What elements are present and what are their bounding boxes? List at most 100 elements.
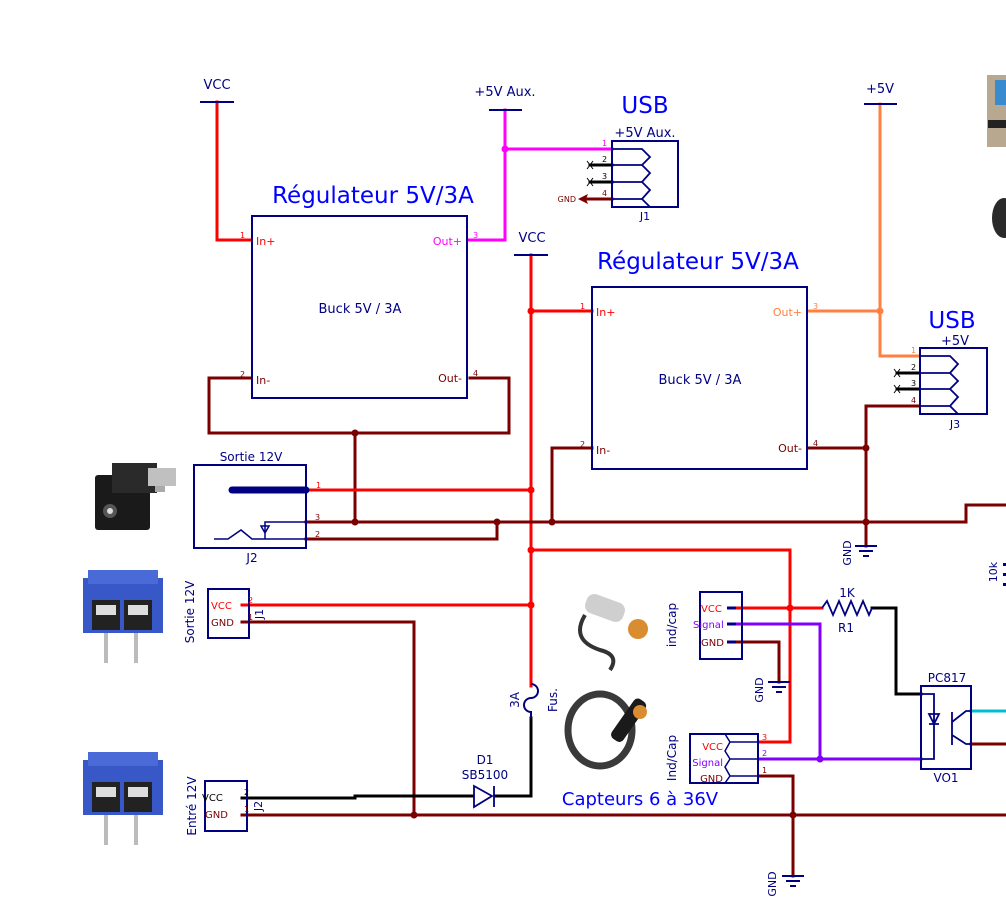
dc-jack-j2[interactable]: Sortie 12V 1 3 2 J2 [95, 450, 321, 565]
pin-name: VCC [211, 601, 232, 612]
pin-number: 2 [602, 155, 607, 164]
terminal-body [204, 780, 248, 832]
usb-title: USB [621, 93, 668, 119]
pin-number: 1 [762, 766, 767, 775]
ground-icon [768, 681, 790, 693]
ground-icon [855, 545, 877, 557]
aux5v-label: +5V Aux. [474, 85, 535, 100]
usb-value: +5V Aux. [614, 126, 675, 141]
wire-main5v-usb2 [878, 102, 920, 358]
pin-number: 4 [602, 189, 607, 198]
terminal-label: Entré 12V [185, 776, 199, 836]
usb-contacts [612, 148, 652, 208]
usb-value: +5V [941, 334, 969, 349]
pin-name: GND [700, 774, 723, 785]
resistor-ref: R1 [838, 621, 854, 635]
wire-diode-fuse [494, 716, 533, 798]
jack-body [193, 464, 307, 549]
pin-name: In- [596, 444, 610, 457]
gnd-symbol-3: GND [766, 871, 804, 897]
partial-right-edge: 10k [987, 75, 1006, 586]
pin-number: 2 [911, 363, 916, 372]
regulator-2[interactable]: Régulateur 5V/3A Buck 5V / 3A In+ 1 In- … [580, 249, 818, 470]
diode-d1[interactable]: D1 SB5100 [462, 753, 508, 809]
terminal-ref: J2 [252, 801, 265, 812]
usb-connector-j1[interactable]: USB +5V Aux. 1 2 3 4 J1 GND [558, 93, 679, 223]
diode-ref: D1 [477, 753, 494, 767]
wire-vcc-sensors [529, 548, 792, 744]
junction-dot [410, 811, 418, 819]
junction-dot [789, 811, 797, 819]
gnd-label: GND [753, 677, 766, 702]
terminal-block-photo [83, 570, 163, 663]
opto-transistor-icon [951, 710, 971, 745]
usb-contacts [920, 355, 960, 415]
junction-dot [527, 601, 535, 609]
junctions [351, 145, 884, 819]
pin-name: GND [701, 638, 724, 649]
pin-number: 2 [315, 530, 320, 539]
usb-connector-j3[interactable]: USB +5V 1 2 3 4 J3 [893, 308, 988, 431]
sensor-photo-2 [564, 690, 647, 770]
pin-number: 2 [240, 370, 245, 379]
wire-usb2-gnd [864, 404, 920, 548]
no-connect-icon [586, 160, 594, 187]
fuse[interactable]: 3A Fus. [508, 683, 560, 718]
pin-number: 2 [580, 440, 585, 449]
pin-number: 3 [813, 302, 818, 311]
ground-icon [782, 875, 804, 887]
pin-number: 2 [762, 749, 767, 758]
pin-number: 1 [602, 139, 607, 148]
wire-sensor1-gnd [732, 640, 781, 684]
pin-number: 1 [240, 231, 245, 240]
output-terminal-j1[interactable]: Sortie 12V VCC GND 2 1 J1 [83, 570, 266, 663]
terminal-block-photo [83, 752, 163, 845]
resistor-value: 1K [839, 586, 856, 600]
vcc-label: VCC [518, 231, 545, 246]
wire-sensor2-gnd [758, 774, 795, 878]
junction-dot [816, 755, 824, 763]
power-label-main5v: +5V [864, 82, 897, 105]
pin-number: 2 [248, 596, 253, 605]
opto-value: PC817 [928, 671, 967, 685]
fuse-label: Fus. [546, 688, 560, 712]
pin-number: 1 [580, 302, 585, 311]
opto-body [920, 685, 972, 770]
regulator-1[interactable]: Régulateur 5V/3A Buck 5V / 3A In+ 1 In- … [240, 183, 478, 399]
fuse-value: 3A [508, 691, 522, 708]
pin-name: GND [211, 618, 234, 629]
pin-number: 2 [244, 788, 249, 797]
junction-dot [351, 518, 359, 526]
pin-name: Out+ [433, 235, 462, 248]
gnd-port-label: GND [558, 195, 576, 204]
pin-name: Out- [778, 442, 802, 455]
resistor-r1[interactable]: 1K R1 [821, 586, 873, 635]
wire-r1-opto [870, 606, 923, 696]
optocoupler-vo1[interactable]: PC817 VO1 [920, 671, 972, 785]
junction-dot [862, 518, 870, 526]
junction-dot [786, 604, 794, 612]
vcc-label: VCC [203, 78, 230, 93]
no-connect-icon [893, 368, 901, 394]
sensor-connector-2[interactable]: Ind/Cap VCC Signal GND 3 2 1 [665, 733, 767, 785]
pin-name: GND [205, 810, 228, 821]
terminal-body [207, 588, 250, 639]
opto-ref: VO1 [933, 771, 958, 785]
input-terminal-j2[interactable]: Entré 12V VCC GND 2 1 J2 [83, 752, 265, 845]
sensor-connector-1[interactable]: ind/cap VCC Signal GND [665, 591, 743, 660]
sensor-connector-body [699, 591, 743, 660]
terminal-ref: J1 [253, 609, 266, 620]
pin-name: In+ [596, 306, 615, 319]
cropped-photo-cable [992, 198, 1006, 238]
pin-name: VCC [701, 604, 722, 615]
jack-ref: J2 [245, 551, 257, 565]
usb-ref: J1 [639, 210, 650, 223]
pin-number: 3 [911, 379, 916, 388]
junction-dot [493, 518, 501, 526]
junction-dot [527, 486, 535, 494]
junction-dot [876, 307, 884, 315]
usb-title: USB [928, 308, 975, 334]
regulator-body-label: Buck 5V / 3A [659, 373, 742, 388]
jack-title: Sortie 12V [220, 450, 283, 464]
